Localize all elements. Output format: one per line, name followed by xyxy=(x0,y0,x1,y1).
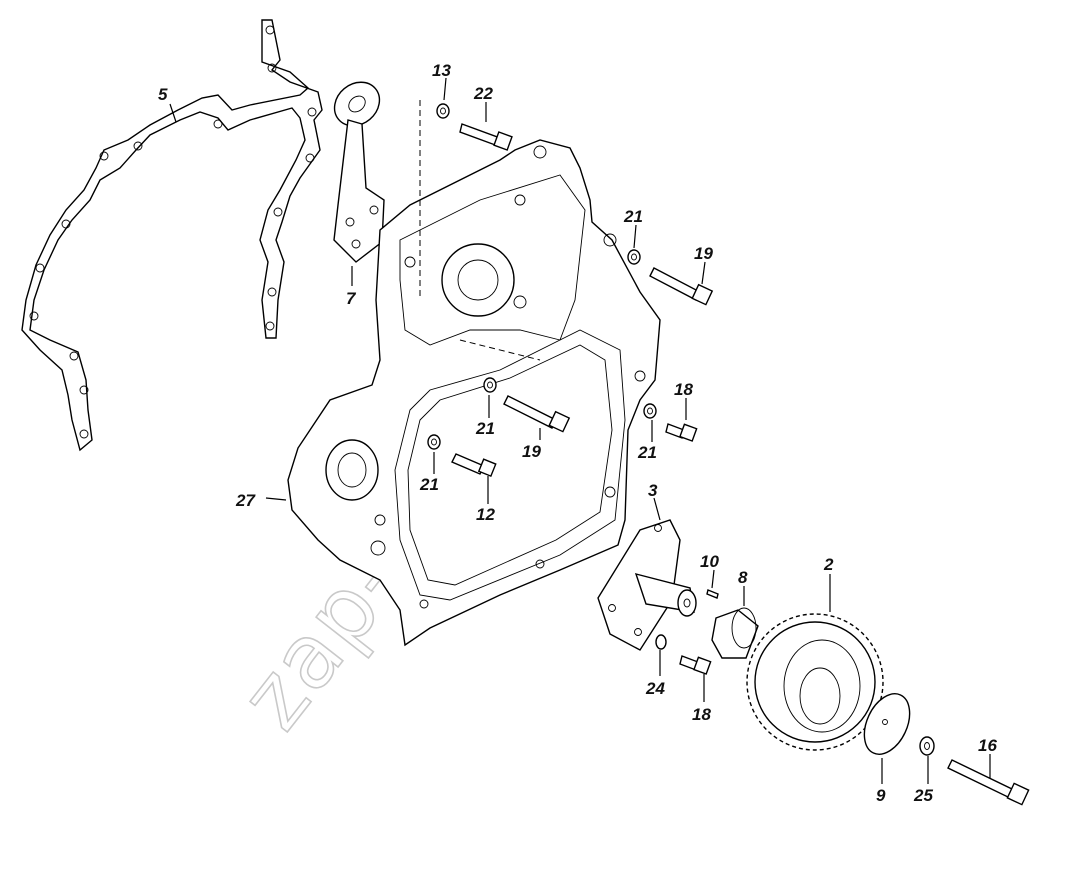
callout-24: 24 xyxy=(645,679,665,698)
gasket-part-5 xyxy=(21,19,323,452)
washer-part-25 xyxy=(919,736,935,756)
bolt-icon xyxy=(947,759,1030,806)
leader-lines xyxy=(169,77,991,784)
callout-27: 27 xyxy=(235,491,256,510)
callout-19: 19 xyxy=(694,244,713,263)
callout-21: 21 xyxy=(637,443,657,462)
callout-12: 12 xyxy=(476,505,495,524)
bolt-icon xyxy=(451,453,497,478)
bolt-icon xyxy=(649,267,714,306)
callout-25: 25 xyxy=(913,786,933,805)
washer-icon xyxy=(627,249,641,265)
bolt-icon xyxy=(679,655,712,675)
timing-cover-part-27 xyxy=(287,139,661,647)
bolt-icon xyxy=(503,395,571,433)
dashed-leader xyxy=(459,339,541,361)
washer-icon xyxy=(643,403,657,419)
callout-7: 7 xyxy=(346,289,357,308)
callout-labels: 5 13 22 7 21 19 18 21 19 21 21 12 27 3 1… xyxy=(158,61,997,805)
lifting-bracket-part-7 xyxy=(333,81,385,263)
idler-gear-part-2 xyxy=(746,613,884,751)
bolt-icon xyxy=(665,423,698,442)
callout-3: 3 xyxy=(648,481,658,500)
callout-19: 19 xyxy=(522,442,541,461)
callout-22: 22 xyxy=(473,84,493,103)
callout-21: 21 xyxy=(475,419,495,438)
bolt-icon xyxy=(459,123,513,151)
callout-16: 16 xyxy=(978,736,997,755)
lock-washer-part-24 xyxy=(655,634,667,650)
washer-icon xyxy=(483,377,497,393)
thrust-plate-part-9 xyxy=(863,693,911,755)
callout-18: 18 xyxy=(674,380,693,399)
callout-5: 5 xyxy=(158,85,168,104)
idler-axle-part-3 xyxy=(597,519,697,651)
callout-18: 18 xyxy=(692,705,711,724)
callout-8: 8 xyxy=(738,568,748,587)
bushing-part-8 xyxy=(711,607,759,659)
callout-2: 2 xyxy=(823,555,834,574)
pin-part-10 xyxy=(706,589,719,599)
washer-icon xyxy=(427,434,441,450)
callout-10: 10 xyxy=(700,552,719,571)
washer-icon xyxy=(436,103,450,119)
callout-21: 21 xyxy=(623,207,643,226)
callout-9: 9 xyxy=(876,786,886,805)
callout-13: 13 xyxy=(432,61,451,80)
callout-21: 21 xyxy=(419,475,439,494)
